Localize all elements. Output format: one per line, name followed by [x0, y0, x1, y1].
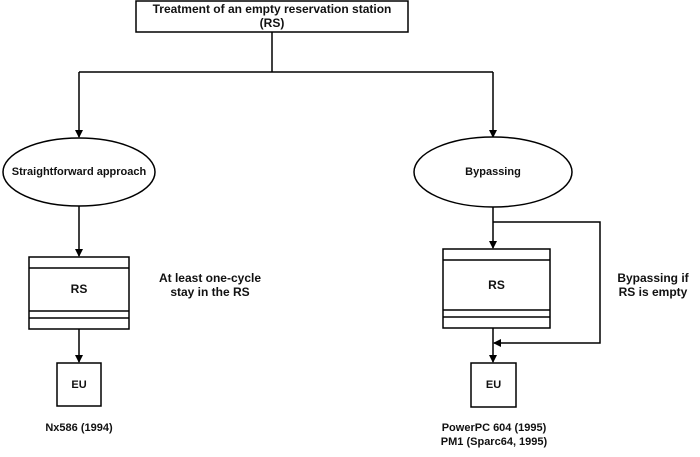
left-eu-label: EU: [71, 379, 87, 391]
left-rs-label: RS: [70, 282, 88, 296]
title-line-2: (RS): [259, 16, 285, 30]
left-note-line-2: stay in the RS: [170, 285, 250, 299]
title-line-1: Treatment of an empty reservation statio…: [152, 2, 392, 16]
left-rs-note: At least one-cycle stay in the RS: [140, 271, 280, 299]
right-note-line-2: RS is empty: [618, 285, 688, 299]
right-rs-box: [442, 248, 551, 329]
right-note-line-1: Bypassing if: [617, 271, 689, 285]
title-box: [135, 0, 409, 33]
left-note-line-1: At least one-cycle: [158, 271, 262, 285]
left-eu-box: [56, 362, 102, 407]
left-example: Nx586 (1994): [45, 422, 113, 434]
bypassing-label: Bypassing: [465, 166, 521, 178]
right-example-1: PowerPC 604 (1995): [441, 422, 547, 434]
right-rs-label: RS: [488, 278, 505, 292]
right-examples: PowerPC 604 (1995) PM1 (Sparc64, 1995): [420, 421, 568, 449]
bypass-path: [493, 221, 601, 347]
right-eu-box: [470, 362, 517, 408]
diagram-title: Treatment of an empty reservation statio…: [136, 2, 408, 30]
right-eu-label: EU: [485, 379, 502, 391]
right-rs-note: Bypassing if RS is empty: [608, 271, 698, 299]
straightforward-approach-label: Straightforward approach: [11, 166, 147, 178]
right-example-2: PM1 (Sparc64, 1995): [440, 436, 548, 448]
